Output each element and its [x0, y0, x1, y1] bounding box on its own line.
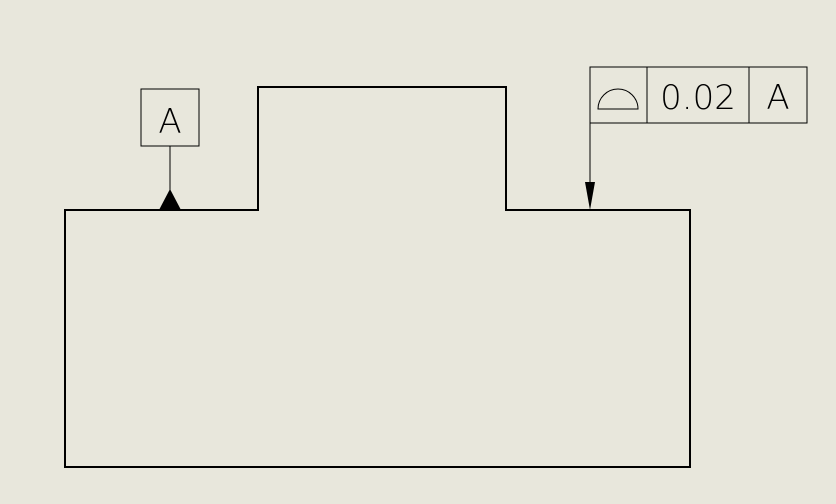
- fcf-border: [589, 66, 808, 124]
- feature-control-frame: 0.02 A: [589, 66, 808, 124]
- datum-triangle-icon: [159, 189, 181, 210]
- fcf-tolerance-value: 0.02: [660, 78, 736, 118]
- part-outline: [64, 86, 691, 468]
- datum-letter: A: [158, 102, 181, 142]
- fcf-leader: [585, 123, 595, 210]
- profile-of-a-surface-icon: [597, 88, 639, 110]
- fcf-datum-reference: A: [766, 78, 789, 118]
- leader-arrowhead-icon: [585, 182, 595, 210]
- datum-feature-symbol: A: [140, 88, 200, 210]
